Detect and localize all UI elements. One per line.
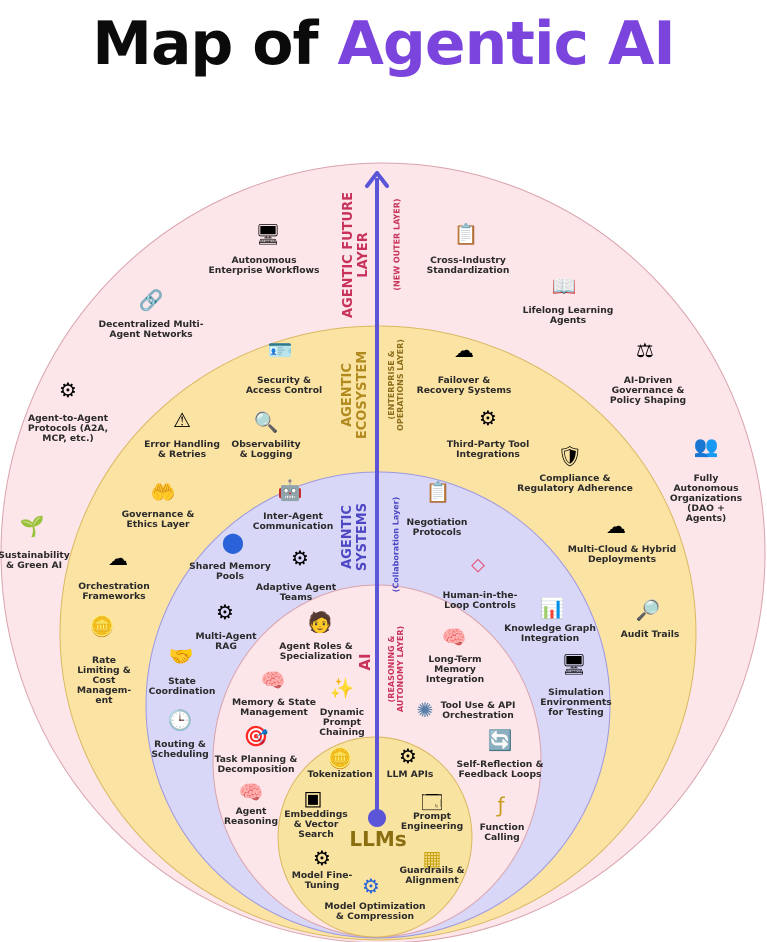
chip-icon: ▣ [303,786,323,810]
feedback-loop-icon: 🔄 [487,728,513,752]
title-prefix: Map of [92,9,318,79]
hub-icon: ✺ [416,698,434,722]
layer-label-ai: AI [356,653,374,671]
handshake-icon: 🤝 [168,644,194,668]
chart-clock-icon: 📊 [539,596,565,620]
api-icon: ⚙ [399,744,417,768]
function-icon: ƒ [497,793,505,817]
robot-chat-icon: 🤖 [277,478,303,502]
protocol-tree-icon: ⚙ [59,378,77,402]
gear-cycle-icon: ⚙ [362,874,380,898]
organization-icon: 👥 [693,434,719,458]
agent-person-icon: 🧑 [307,610,333,634]
magnifier-log-icon: 🔍 [253,410,279,434]
growth-arrow-head [365,171,389,188]
brain-gear-icon: 🧠 [238,780,264,804]
magic-wand-icon: ✨ [329,676,355,700]
layer-sub-ai: (REASONING & AUTONOMY LAYER) [387,625,405,713]
share-nodes-icon: ⬤ [221,530,245,554]
layer-sub-future: (NEW OUTER LAYER) [392,198,402,291]
task-target-icon: 🎯 [243,724,269,748]
scales-icon: ⚖ [636,338,654,362]
layer-label-ecosystem: AGENTIC ECOSYSTEM [340,350,370,440]
error-gear-icon: ⚠ [173,408,191,432]
layer-label-llm: LLMs [349,827,407,851]
brain-icon: 🧠 [260,668,286,692]
team-gears-icon: ⚙ [291,546,309,570]
cloud-gear-icon: ☁ [108,546,128,570]
title-accent: Agentic AI [337,9,675,79]
layer-sub-systems: (Collaboration Layer) [391,496,401,593]
layer-sub-ecosystem: (ENTERPRISE & OPERATIONS LAYER) [387,339,405,431]
green-laptop-icon: 🌱 [19,514,45,538]
clipboard-shield-icon: 📋 [425,480,451,504]
integration-gear-icon: ⚙ [479,406,497,430]
book-bulb-icon: 📖 [551,274,577,298]
page-title: Map of Agentic AI [0,4,767,84]
cloud-database-icon: ☁ [454,338,474,362]
brain-clock-icon: 🧠 [441,625,467,649]
flowchart-icon: ⬦ [471,552,485,576]
coins-gear-icon: 🪙 [89,614,115,638]
people-hands-icon: 🤲 [150,480,176,504]
network-icon: 🔗 [138,288,164,312]
clock-calendar-icon: 🕒 [167,708,193,732]
layer-label-systems: AGENTIC SYSTEMS [340,502,370,572]
multi-cloud-icon: ☁ [606,514,626,538]
monitor-gear-icon: 🖥 [561,652,587,676]
id-card-icon: 🪪 [267,338,293,362]
tokens-icon: 🪙 [327,746,353,770]
prompt-window-icon: 🗔 [421,790,443,814]
checklist-badge-icon: 📋 [453,222,479,246]
growth-arrow-origin [368,809,386,827]
rag-tree-icon: ⚙ [216,600,234,624]
shield-check-icon: 🛡 [557,444,583,468]
audit-search-icon: 🔎 [635,598,661,622]
gear-wrench-icon: ⚙ [313,846,331,870]
workflow-icon: 🖥 [255,222,281,246]
barrier-icon: ▦ [422,846,442,870]
layer-label-future: AGENTIC FUTURE LAYER [341,192,371,319]
